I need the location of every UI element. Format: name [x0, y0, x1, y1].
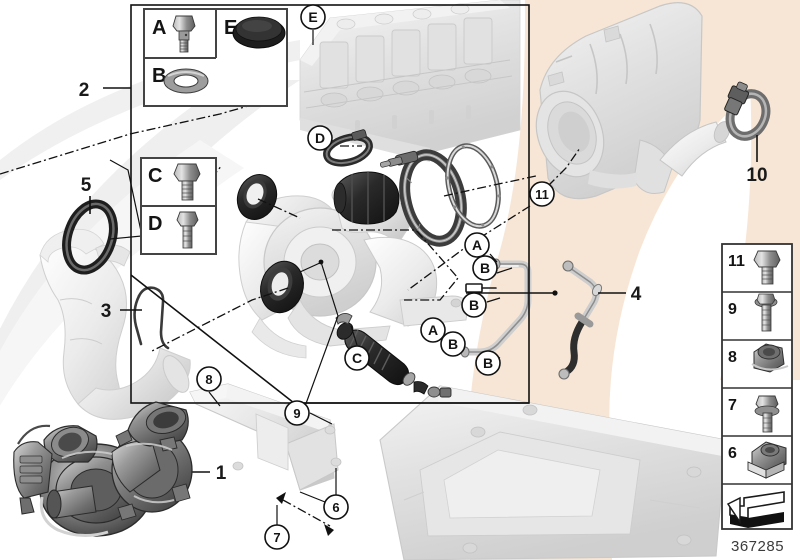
svg-text:B: B: [448, 336, 458, 352]
circle-callout-8: 8: [196, 366, 222, 392]
circle-callout-9: 9: [284, 400, 310, 426]
rubber-seal-boot: [236, 174, 278, 220]
inset-letter-b: B: [152, 65, 166, 87]
refline-7-to-6: [282, 499, 331, 527]
v-band-clamp: [379, 149, 467, 247]
callout-1-turbocharger: 1: [216, 463, 227, 484]
diesel-particulate-filter: [535, 2, 731, 200]
lead-circle-a1: [489, 253, 498, 263]
lead-circle-8: [208, 391, 221, 407]
svg-text:11: 11: [535, 187, 549, 202]
callout-4-oil-line: 4: [631, 284, 642, 305]
sealing-cap-icon: [232, 16, 286, 49]
svg-text:B: B: [483, 355, 493, 371]
circle-callout-b-3: B: [440, 331, 466, 357]
circle-callout-a-1: A: [464, 232, 490, 258]
legend-number-9: 9: [728, 301, 737, 318]
refline-seal-lower: [149, 287, 289, 353]
legend-number-7: 7: [728, 397, 737, 414]
callout-5-o-ring: 5: [81, 175, 92, 196]
inset-letter-a: A: [152, 17, 166, 39]
legend-number-6: 6: [728, 445, 737, 462]
bellows-hose-clamp: [323, 129, 373, 167]
fastener-inset-lower: C D: [140, 157, 217, 255]
refline-turbo-flange: [332, 229, 459, 301]
inset-letter-d: D: [148, 213, 162, 235]
circle-callout-d: D: [307, 125, 333, 151]
refline-kit-to-manifold: [0, 93, 291, 175]
callout-10-clamp: 10: [746, 165, 767, 186]
refline-11-dpf: [547, 147, 581, 187]
lead-turbo-to-9: [299, 261, 339, 421]
svg-text:7: 7: [273, 530, 280, 545]
retaining-clip: [133, 286, 170, 350]
arrowhead-6: [324, 524, 334, 536]
hex-bolt-icon: [173, 163, 201, 201]
svg-text:B: B: [469, 297, 479, 313]
svg-text:9: 9: [293, 406, 300, 421]
refline-clamp-gasket: [443, 175, 537, 197]
lead-5-bracket: [109, 159, 143, 240]
refline-seal-upper: [257, 198, 301, 219]
spring-clip-nut-icon: [747, 441, 787, 479]
circle-callout-6: 6: [323, 494, 349, 520]
oil-return-hose: [335, 313, 452, 398]
svg-text:A: A: [428, 322, 438, 338]
lead-circle-c: [350, 325, 358, 346]
flange-nut-icon: [751, 343, 789, 373]
exhaust-clamp: [724, 81, 771, 141]
flange-screw-icon: [754, 293, 778, 332]
svg-text:6: 6: [332, 500, 339, 515]
flange-bolt-icon: [754, 395, 780, 433]
sealing-washer-icon: [163, 68, 209, 94]
legend-number-11: 11: [728, 253, 745, 270]
circle-callout-11: 11: [529, 181, 555, 207]
intake-manifold-cylinder-head: [299, 0, 521, 162]
circle-callout-b-1: B: [472, 255, 498, 281]
circle-callout-b-2: B: [461, 292, 487, 318]
legend-number-8: 8: [728, 349, 737, 366]
part-number-label: 367285: [731, 538, 784, 555]
callout-3-clip: 3: [101, 301, 112, 322]
lead-circle-b1: [496, 267, 513, 274]
turbocharger-detail: [13, 401, 193, 537]
lead-circle-9: [309, 412, 333, 425]
direction-arrow-icon: [726, 491, 785, 528]
svg-text:C: C: [352, 350, 362, 366]
lead-circle-b2: [486, 297, 501, 303]
hex-flange-bolt-icon: [176, 211, 199, 249]
svg-text:E: E: [308, 9, 317, 25]
callout-2-repair-kit: 2: [79, 80, 90, 101]
circle-callout-7: 7: [264, 524, 290, 550]
exhaust-manifold-downpipe: [39, 228, 191, 420]
fastener-legend-panel: 11 9 8 7 6: [721, 243, 793, 530]
circle-callout-b-4: B: [475, 350, 501, 376]
circle-callout-e: E: [300, 4, 326, 30]
gasket-ring: [445, 143, 501, 229]
circle-callout-a-2: A: [420, 317, 446, 343]
rubber-bellows-boot: [333, 171, 400, 225]
inset-letter-c: C: [148, 165, 162, 187]
banjo-bolt-icon: [172, 15, 196, 53]
o-ring-seal: [62, 199, 118, 275]
hex-bolt-icon: [753, 250, 781, 285]
svg-text:A: A: [472, 237, 482, 253]
lead-turbo-hub: [299, 261, 323, 273]
circle-callout-c: C: [344, 345, 370, 371]
svg-text:8: 8: [205, 372, 212, 387]
fastener-inset-upper: A E B: [143, 8, 288, 107]
arrowhead-7: [276, 492, 286, 504]
svg-text:D: D: [315, 130, 325, 146]
svg-text:B: B: [480, 260, 490, 276]
underbody-heat-shield: [379, 385, 727, 560]
